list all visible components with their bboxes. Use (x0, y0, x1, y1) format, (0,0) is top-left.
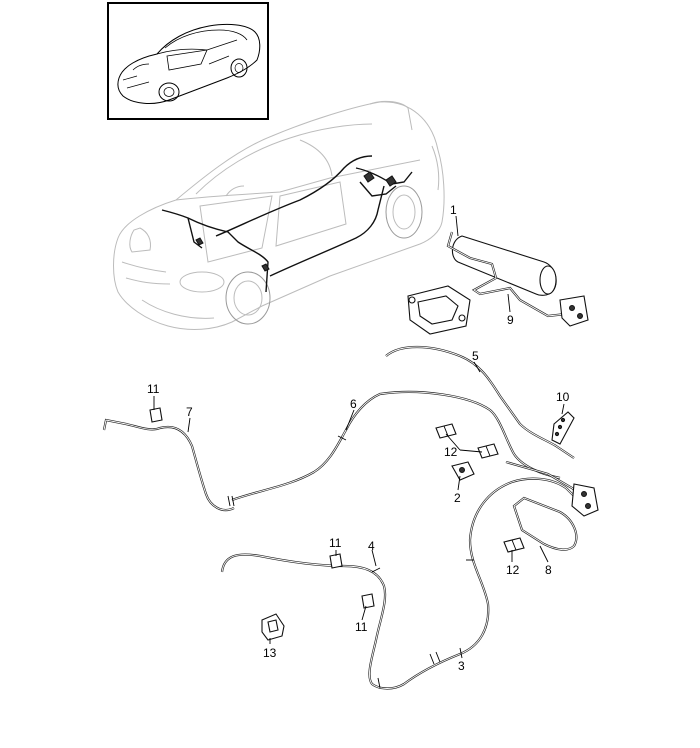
callout-1: 1 (450, 203, 457, 217)
pipe-5 (385, 346, 575, 459)
pipe-4 (220, 553, 405, 690)
callout-8: 8 (545, 563, 552, 577)
leader-lines (153, 215, 565, 659)
callout-3: 3 (458, 659, 465, 673)
callout-7: 7 (186, 405, 193, 419)
callout-11-bottom: 11 (355, 620, 368, 634)
callout-12-bottom: 12 (506, 563, 520, 577)
callout-11-top: 11 (147, 382, 160, 396)
callout-2: 2 (454, 491, 461, 505)
callouts: 1 2 3 4 5 6 7 8 9 10 11 11 11 12 12 13 (147, 203, 570, 673)
callout-4: 4 (368, 539, 375, 553)
callout-13: 13 (263, 646, 277, 660)
pipe-3 (403, 477, 579, 685)
callout-11-middle: 11 (329, 536, 342, 550)
pipe-6 (231, 390, 561, 502)
vehicle-thumbnail-drawing (117, 23, 261, 104)
vehicle-outline (113, 100, 445, 330)
callout-6: 6 (350, 397, 357, 411)
callout-12-top: 12 (444, 445, 458, 459)
canister-assembly (407, 231, 589, 335)
callout-10: 10 (556, 390, 570, 404)
pipe-8-assembly (505, 460, 599, 551)
vehicle-thumbnail (107, 2, 269, 120)
callout-5: 5 (472, 349, 479, 363)
callout-9: 9 (507, 313, 514, 327)
vehicle-harness (161, 155, 413, 293)
pipe-7 (102, 418, 235, 512)
small-parts (149, 407, 575, 689)
